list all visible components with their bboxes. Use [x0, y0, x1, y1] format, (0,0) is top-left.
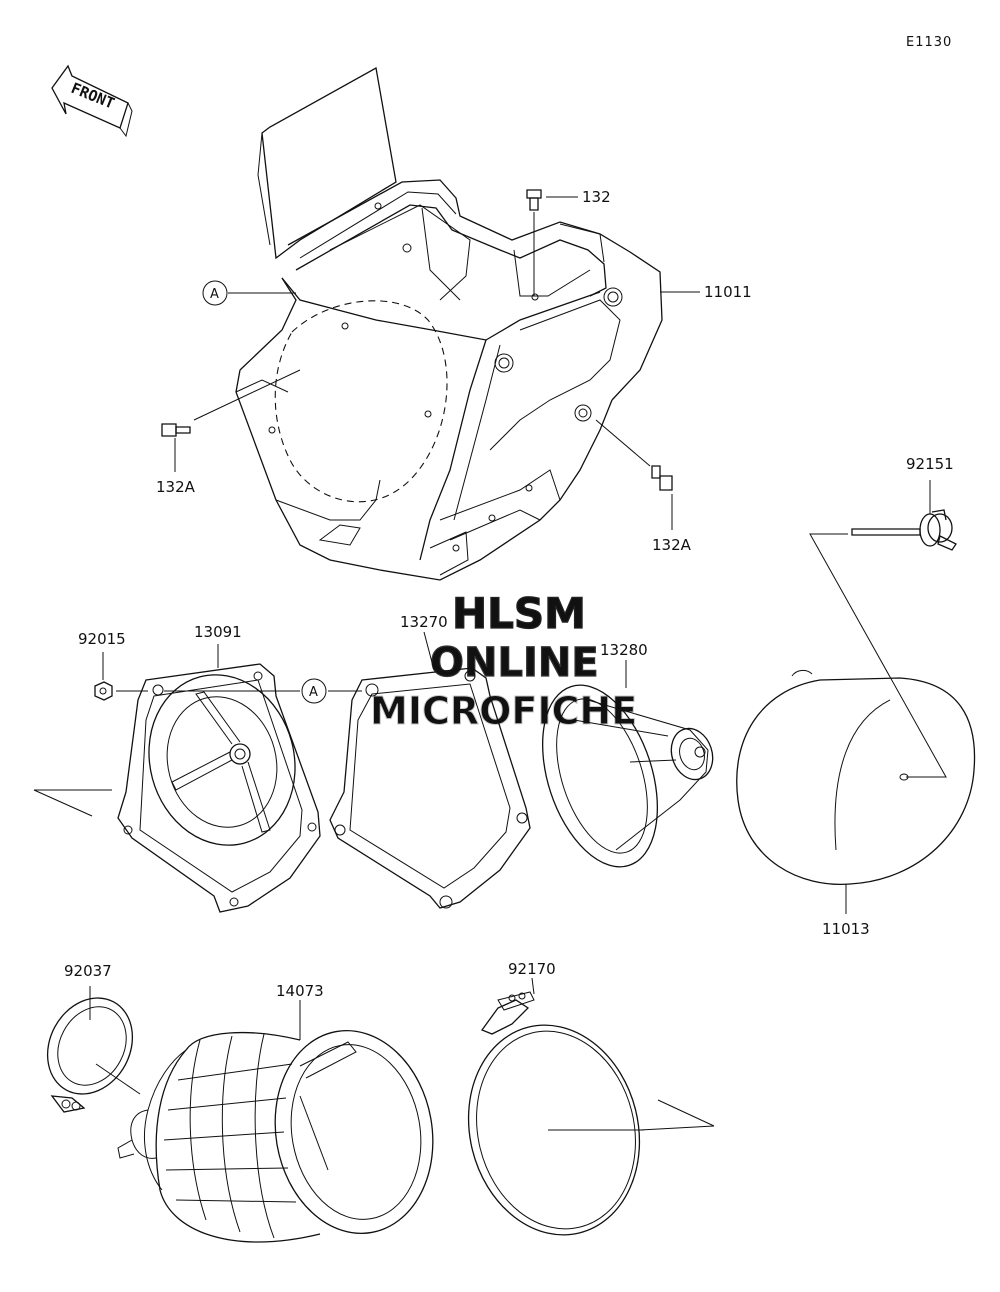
part-label-11011: 11011 — [704, 283, 752, 301]
part-label-92151: 92151 — [906, 455, 954, 473]
bolt-132 — [526, 189, 578, 296]
clamp-92037 — [46, 986, 141, 1113]
watermark-line2: ONLINE — [430, 640, 599, 686]
air-boot-14073 — [117, 1000, 434, 1243]
callout-a-middle: A — [164, 678, 362, 704]
part-label-92015: 92015 — [78, 630, 126, 648]
part-label-11013: 11013 — [822, 920, 870, 938]
callout-a-upper: A — [202, 280, 296, 306]
leader-92151-to-cover — [809, 533, 947, 778]
svg-text:A: A — [210, 287, 219, 302]
part-label-13270: 13270 — [400, 613, 448, 631]
diagram-code: E1130 — [906, 35, 952, 50]
clamp-92170 — [467, 977, 644, 1236]
front-arrow-icon: FRONT — [51, 64, 133, 138]
part-label-92037: 92037 — [64, 962, 112, 980]
nut-92015 — [94, 652, 148, 701]
part-label-92170: 92170 — [508, 960, 556, 978]
part-label-132: 132 — [582, 188, 611, 206]
watermark-line3: MICROFICHE — [370, 689, 637, 733]
watermark: HLSM ONLINE MICROFICHE — [370, 588, 638, 733]
wing-bolt-92151 — [851, 480, 957, 551]
filter-frame-13280 — [541, 660, 714, 868]
part-label-13091: 13091 — [194, 623, 242, 641]
holder-13091 — [117, 644, 321, 913]
direction-line-right — [639, 1099, 715, 1131]
filter-element-11013 — [736, 669, 976, 914]
gasket-13270 — [329, 631, 531, 909]
direction-line-left — [33, 789, 112, 817]
svg-text:A: A — [309, 685, 318, 700]
part-label-14073: 14073 — [276, 982, 324, 1000]
air-box-housing — [235, 66, 663, 581]
bolt-132a-left — [161, 369, 301, 472]
part-label-13280: 13280 — [600, 641, 648, 659]
watermark-line1: HLSM — [452, 589, 586, 638]
part-label-132a-right: 132A — [652, 536, 692, 554]
part-label-132a-left: 132A — [156, 478, 196, 496]
bolt-132a-right — [595, 419, 673, 530]
